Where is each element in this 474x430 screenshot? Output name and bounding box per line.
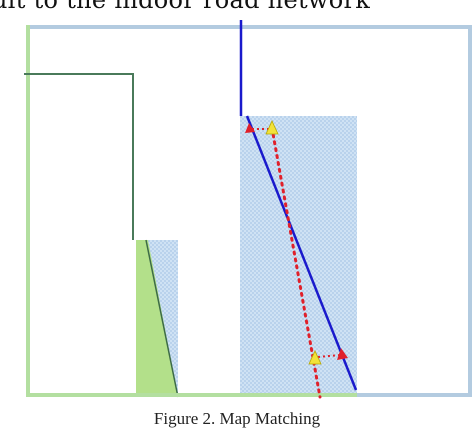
green-fill-region [136,240,178,397]
hatched-area-right [240,116,357,397]
triangle-marker-icon [265,120,279,135]
road-segment-diagonal [245,115,358,391]
green-fill-edge [145,239,179,398]
arrow-marker-icon [337,348,348,360]
arrow-marker-icon [245,123,255,133]
triangle-marker-icon [308,350,322,365]
figure-caption: Figure 2. Map Matching [153,409,321,428]
corridor-line [24,73,134,240]
match-link-bottom [317,354,341,358]
